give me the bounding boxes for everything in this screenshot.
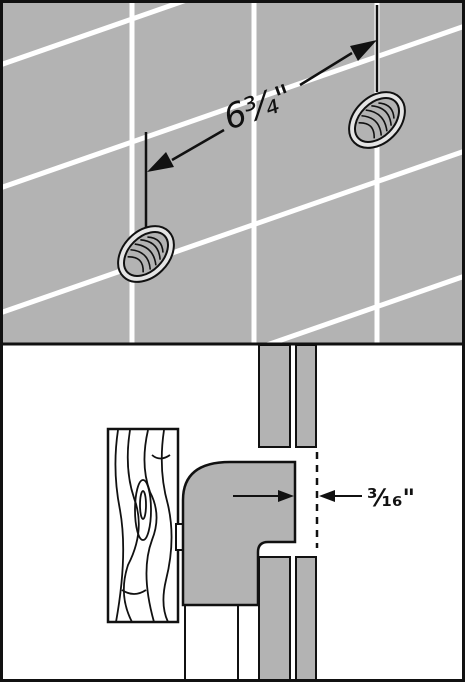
wood-grain [114, 429, 173, 622]
outlet-right [348, 91, 406, 149]
support-lines [184, 605, 239, 682]
gap-arrow-inner [233, 490, 294, 502]
bottom-panel-cross-section: ³⁄₁₆" [106, 344, 415, 683]
dimension-arrow-left [147, 128, 225, 172]
top-panel-tile-wall: 6¾" [2, 2, 463, 343]
elbow-fitting [181, 460, 297, 607]
wall-slab-upper-right [295, 344, 317, 448]
dimension-extension-lines [144, 5, 379, 228]
wall-slab-lower-right [295, 556, 317, 683]
gap-dimension-label: ³⁄₁₆" [367, 484, 415, 512]
dimension-arrow-right [299, 40, 377, 87]
wood-block [106, 427, 180, 624]
wall-slab-upper-left [258, 344, 291, 448]
wall-slab-lower-left [258, 556, 291, 683]
outlet-left [117, 225, 175, 283]
gap-arrow-outer [319, 490, 362, 502]
grout-lines-slanted [2, 2, 463, 343]
